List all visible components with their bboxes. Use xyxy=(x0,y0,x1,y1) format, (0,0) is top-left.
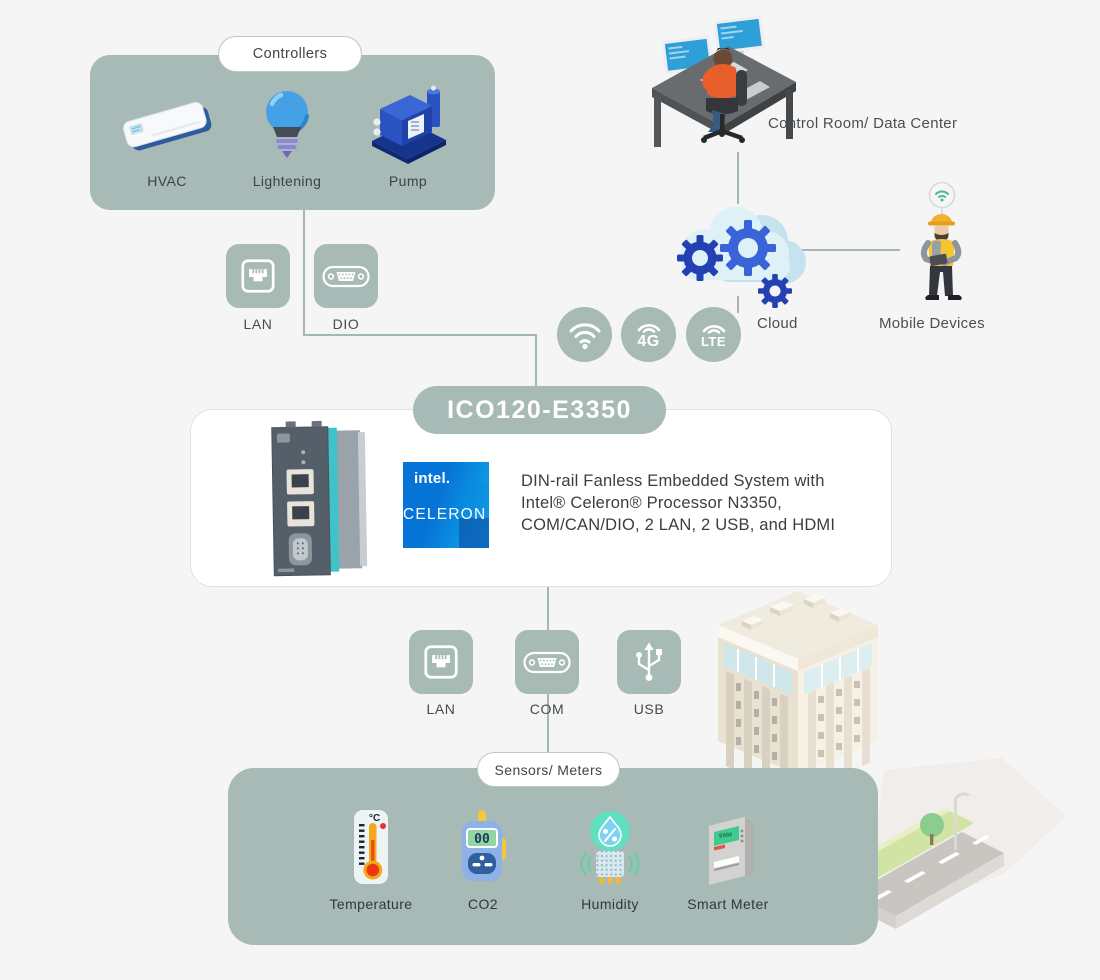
sensors-title: Sensors/ Meters xyxy=(494,761,603,778)
sensor-temperature: °C Temperature xyxy=(306,806,436,912)
mobile-devices-label: Mobile Devices xyxy=(879,315,985,332)
intel-celeron-badge: intel. CELERON xyxy=(403,462,489,548)
badge-accent-square xyxy=(459,518,489,548)
usb-port-tile xyxy=(617,630,681,694)
svg-text:0000: 0000 xyxy=(719,832,733,839)
embedded-system-photo xyxy=(271,420,368,577)
model-name-pill: ICO120-E3350 xyxy=(413,386,666,434)
rj45-icon xyxy=(424,645,458,679)
street-illustration xyxy=(852,758,1066,929)
cloud-label: Cloud xyxy=(757,315,798,332)
pump-icon xyxy=(343,83,473,165)
port-label: COM xyxy=(529,701,565,717)
port-label: LAN xyxy=(243,316,273,332)
sensor-humidity: Humidity xyxy=(545,806,675,912)
intel-logo-text: intel. xyxy=(414,470,451,487)
smart-meter-icon: 0000 xyxy=(663,806,793,888)
lte-icon: LTE xyxy=(686,307,741,362)
wifi-icon xyxy=(557,307,612,362)
db9-icon xyxy=(322,265,370,287)
roof-ac-units xyxy=(742,594,851,630)
sensors-panel: °C Temperature 00 xyxy=(228,768,878,945)
svg-text:00: 00 xyxy=(474,832,490,847)
hvac-icon xyxy=(102,83,232,165)
thermometer-icon: °C xyxy=(306,806,436,888)
product-description: DIN-rail Fanless Embedded System with In… xyxy=(521,470,881,536)
controller-hvac: HVAC xyxy=(102,83,232,189)
rj45-icon xyxy=(241,259,275,293)
controller-label: Pump xyxy=(388,173,428,189)
port-label: LAN xyxy=(426,701,456,717)
sensors-title-pill: Sensors/ Meters xyxy=(477,752,620,787)
sensor-label: Temperature xyxy=(329,896,413,912)
connector-controllers-down xyxy=(303,210,305,336)
sensor-label: Smart Meter xyxy=(687,896,769,912)
product-box: intel. CELERON DIN-rail Fanless Embedded… xyxy=(190,409,892,587)
connector-box-ports xyxy=(547,585,549,630)
4g-icon: 4G xyxy=(621,307,676,362)
com-port-tile xyxy=(515,630,579,694)
svg-text:°C: °C xyxy=(369,813,380,824)
lan-port-tile-bottom xyxy=(409,630,473,694)
humidity-icon xyxy=(545,806,675,888)
controllers-title: Controllers xyxy=(252,46,328,62)
connector-horizontal xyxy=(303,334,537,336)
badge-accent-square xyxy=(467,484,489,518)
mobile-worker-illustration xyxy=(920,181,962,300)
connector-drop-to-model xyxy=(535,334,537,390)
control-room-label: Control Room/ Data Center xyxy=(768,115,958,132)
controller-label: HVAC xyxy=(147,173,187,189)
celeron-text: CELERON xyxy=(403,506,487,523)
controller-label: Lightening xyxy=(252,173,322,189)
co2-meter-icon: 00 xyxy=(418,806,548,888)
control-room-illustration xyxy=(652,15,796,147)
connector-ports-sensors xyxy=(547,693,549,753)
description-line: DIN-rail Fanless Embedded System with xyxy=(521,472,825,490)
description-line: COM/CAN/DIO, 2 LAN, 2 USB, and HDMI xyxy=(521,516,836,534)
lan-port-tile-top xyxy=(226,244,290,308)
4g-label: 4G xyxy=(637,332,660,350)
sensor-label: Humidity xyxy=(581,896,639,912)
dio-port-tile xyxy=(314,244,378,308)
port-label: DIO xyxy=(332,316,360,332)
controllers-panel: HVAC Lightening xyxy=(90,55,495,210)
controller-lightening: Lightening xyxy=(222,83,352,189)
connector-cloud-down xyxy=(737,296,739,313)
db9-icon xyxy=(523,651,571,673)
description-line: Intel® Celeron® Processor N3350, xyxy=(521,494,782,512)
light-bulb-icon xyxy=(222,83,352,165)
lte-label: LTE xyxy=(700,334,727,349)
cloud-icon xyxy=(677,207,806,308)
connector-cloud-mobile xyxy=(796,249,900,251)
port-label: USB xyxy=(633,701,665,717)
controllers-title-pill: Controllers xyxy=(218,36,362,72)
usb-icon xyxy=(636,642,662,681)
building-illustration xyxy=(718,591,878,775)
sensor-label: CO2 xyxy=(468,896,498,912)
model-name: ICO120-E3350 xyxy=(447,395,632,424)
sensor-smart-meter: 0000 Smart Meter xyxy=(663,806,793,912)
connector-room-cloud xyxy=(737,152,739,204)
sensor-co2: 00 CO2 xyxy=(418,806,548,912)
controller-pump: Pump xyxy=(343,83,473,189)
